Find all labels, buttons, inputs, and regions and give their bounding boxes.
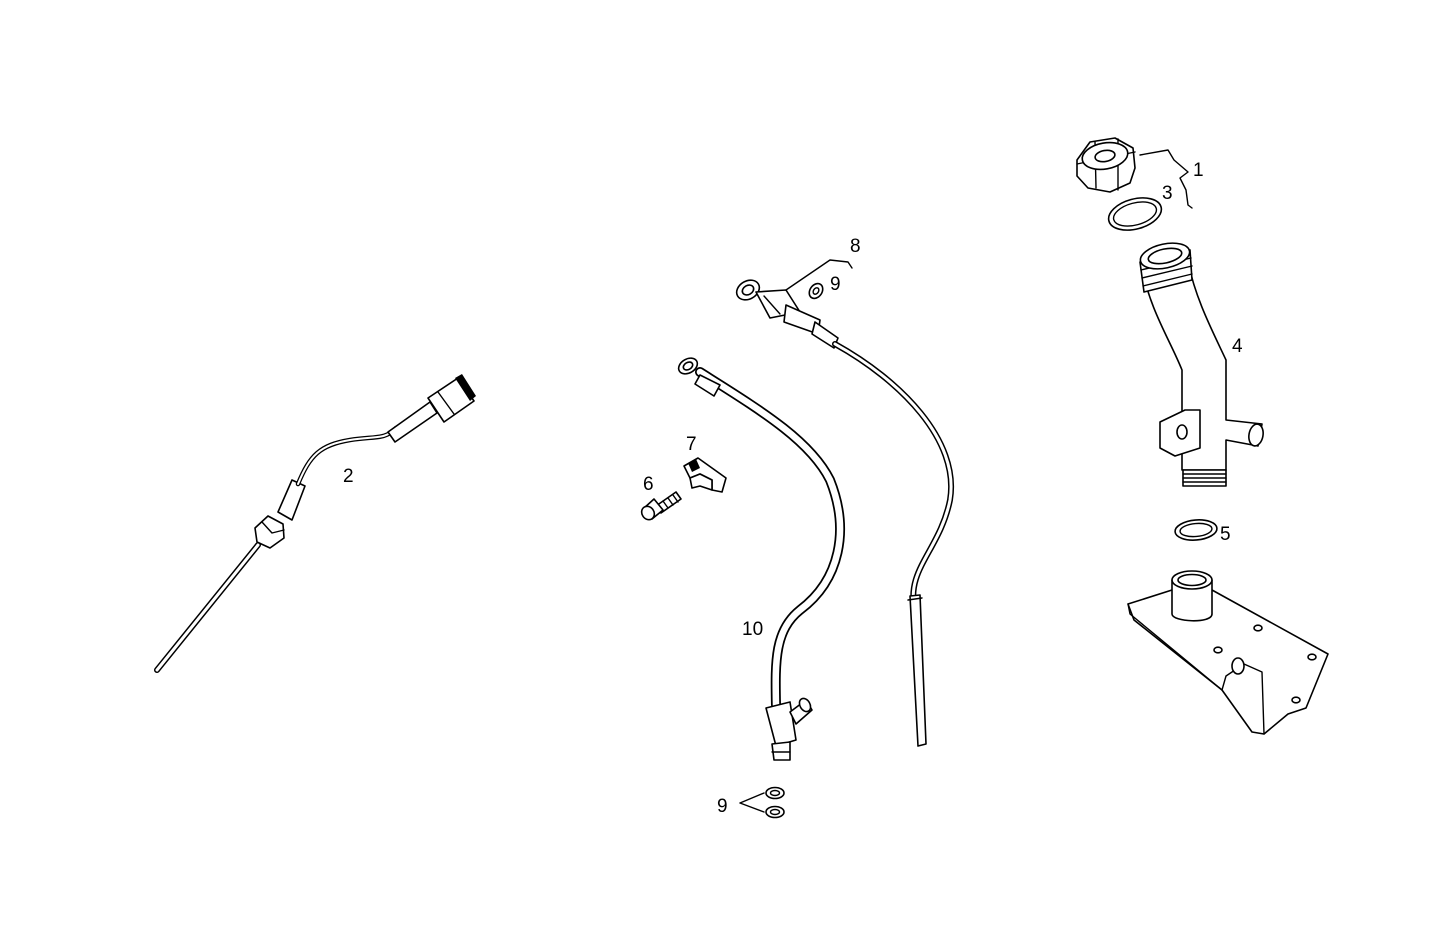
bracket-1-3	[1139, 149, 1193, 209]
part-3-seal	[1107, 197, 1163, 231]
leader-lines	[739, 149, 1193, 813]
part-8-dipstick	[735, 279, 955, 747]
base-plate-body	[1127, 589, 1329, 735]
callout-4: 4	[1232, 336, 1243, 357]
callout-9-bottom: 9	[717, 796, 728, 817]
part-9-washers-bottom	[765, 786, 785, 819]
callout-6: 6	[643, 474, 654, 495]
dipstick-tube-body	[695, 367, 845, 710]
seal-outer	[1107, 197, 1163, 231]
sensor-hex-nut	[254, 515, 285, 549]
callout-10: 10	[742, 619, 763, 640]
callout-labels: 1 3 4 5 2 8 9 7 6 10 9	[343, 160, 1243, 817]
callout-9-top: 9	[830, 274, 841, 295]
dipstick-tube-fitting	[765, 701, 797, 747]
part-6-screw	[640, 491, 682, 521]
part-2-sensor	[154, 374, 476, 673]
part-7-clip	[683, 457, 727, 493]
base-plate	[1127, 570, 1329, 735]
part-1-filler-cap	[1076, 137, 1136, 193]
sensor-cable-sleeve	[387, 401, 438, 443]
callout-8: 8	[850, 236, 861, 257]
callout-5: 5	[1220, 524, 1231, 545]
part-10-dipstick-tube	[677, 357, 845, 761]
callout-2: 2	[343, 466, 354, 487]
part-4-filler-neck	[1139, 242, 1264, 487]
callout-1: 1	[1193, 160, 1204, 181]
part-5-o-ring	[1174, 519, 1218, 541]
base-plate-pipe	[1171, 579, 1213, 622]
callout-3: 3	[1162, 183, 1173, 204]
washer-top	[808, 282, 824, 300]
callout-7: 7	[686, 434, 697, 455]
filler-neck-body	[1141, 261, 1263, 471]
bracket-8-9	[785, 259, 853, 291]
leader-9-bottom	[739, 792, 765, 813]
sensor-body	[277, 479, 306, 521]
washer-bottom-1	[765, 786, 785, 800]
dipstick-blade	[909, 594, 927, 747]
washer-bottom-2	[765, 805, 785, 819]
part-9-washers-top	[808, 282, 824, 300]
